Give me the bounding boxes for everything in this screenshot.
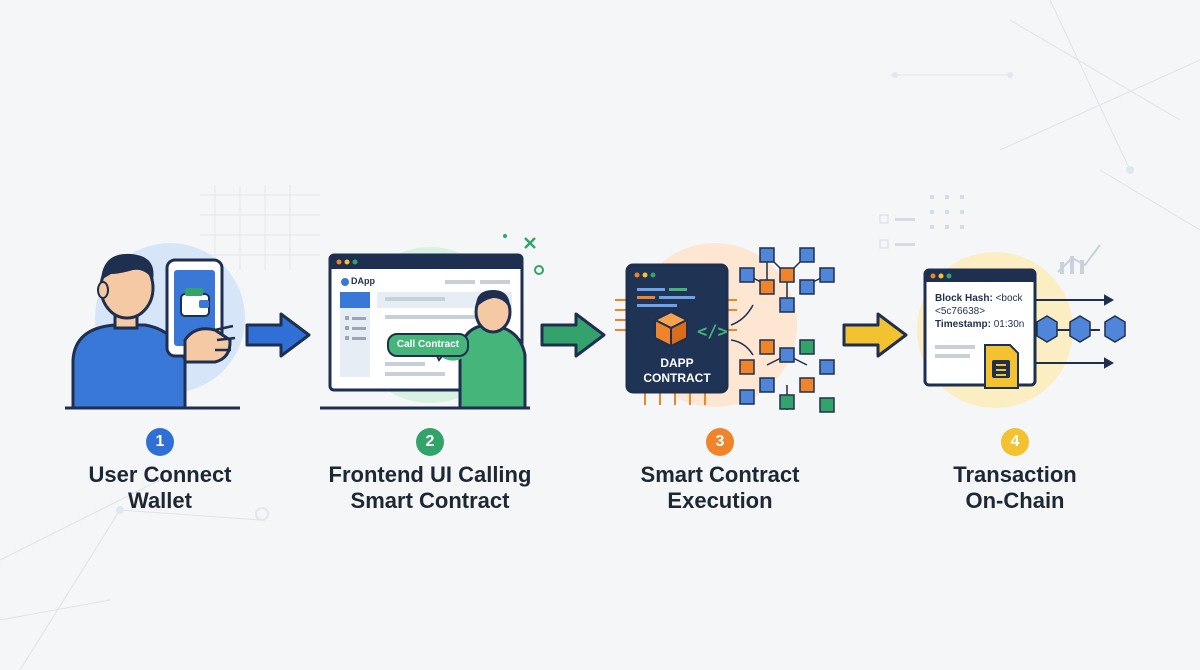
user-wallet-illustration bbox=[65, 243, 245, 410]
step-1-title: User Connect Wallet bbox=[88, 462, 232, 513]
step-contract-execution: </> DAPP CONTRACT 3 Smart Contract Execu… bbox=[605, 230, 835, 530]
timestamp-value: 01:30n bbox=[993, 319, 1025, 330]
arrow-right-icon bbox=[842, 312, 908, 358]
call-contract-button[interactable]: Call Contract bbox=[387, 333, 469, 357]
step-connect-wallet: 1 User Connect Wallet bbox=[45, 230, 275, 530]
app-name-label: DApp bbox=[351, 276, 375, 286]
contract-label-line1: DAPP bbox=[660, 356, 694, 370]
step-3-title: Smart Contract Execution bbox=[640, 462, 800, 513]
hash-line2: <5c76638> bbox=[935, 306, 986, 317]
transaction-chain-illustration bbox=[917, 252, 1126, 408]
code-glyph: </> bbox=[697, 322, 728, 342]
step-4-title: Transaction On-Chain bbox=[953, 462, 1077, 513]
block-hash-label: Block Hash: bbox=[935, 293, 993, 304]
step-2-badge: 2 bbox=[416, 428, 444, 456]
arrow-right-icon bbox=[245, 312, 311, 358]
step-frontend-ui: Call Contract DApp 2 Frontend UI Calling… bbox=[315, 230, 545, 530]
block-hash-row: Block Hash: <bock bbox=[935, 293, 1023, 304]
block-hash-value: <bock bbox=[995, 293, 1023, 304]
frontend-ui-illustration bbox=[320, 234, 544, 410]
step-3-badge: 3 bbox=[706, 428, 734, 456]
timestamp-row: Timestamp: 01:30n bbox=[935, 319, 1024, 330]
step-1-badge: 1 bbox=[146, 428, 174, 456]
contract-label-line2: CONTRACT bbox=[643, 371, 711, 385]
arrow-right-icon bbox=[540, 312, 606, 358]
contract-execution-illustration bbox=[615, 243, 835, 413]
step-4-badge: 4 bbox=[1001, 428, 1029, 456]
timestamp-label: Timestamp: bbox=[935, 319, 991, 330]
step-transaction-on-chain: Block Hash: <bock <5c76638> Timestamp: 0… bbox=[900, 230, 1130, 530]
step-2-title: Frontend UI Calling Smart Contract bbox=[328, 462, 532, 513]
